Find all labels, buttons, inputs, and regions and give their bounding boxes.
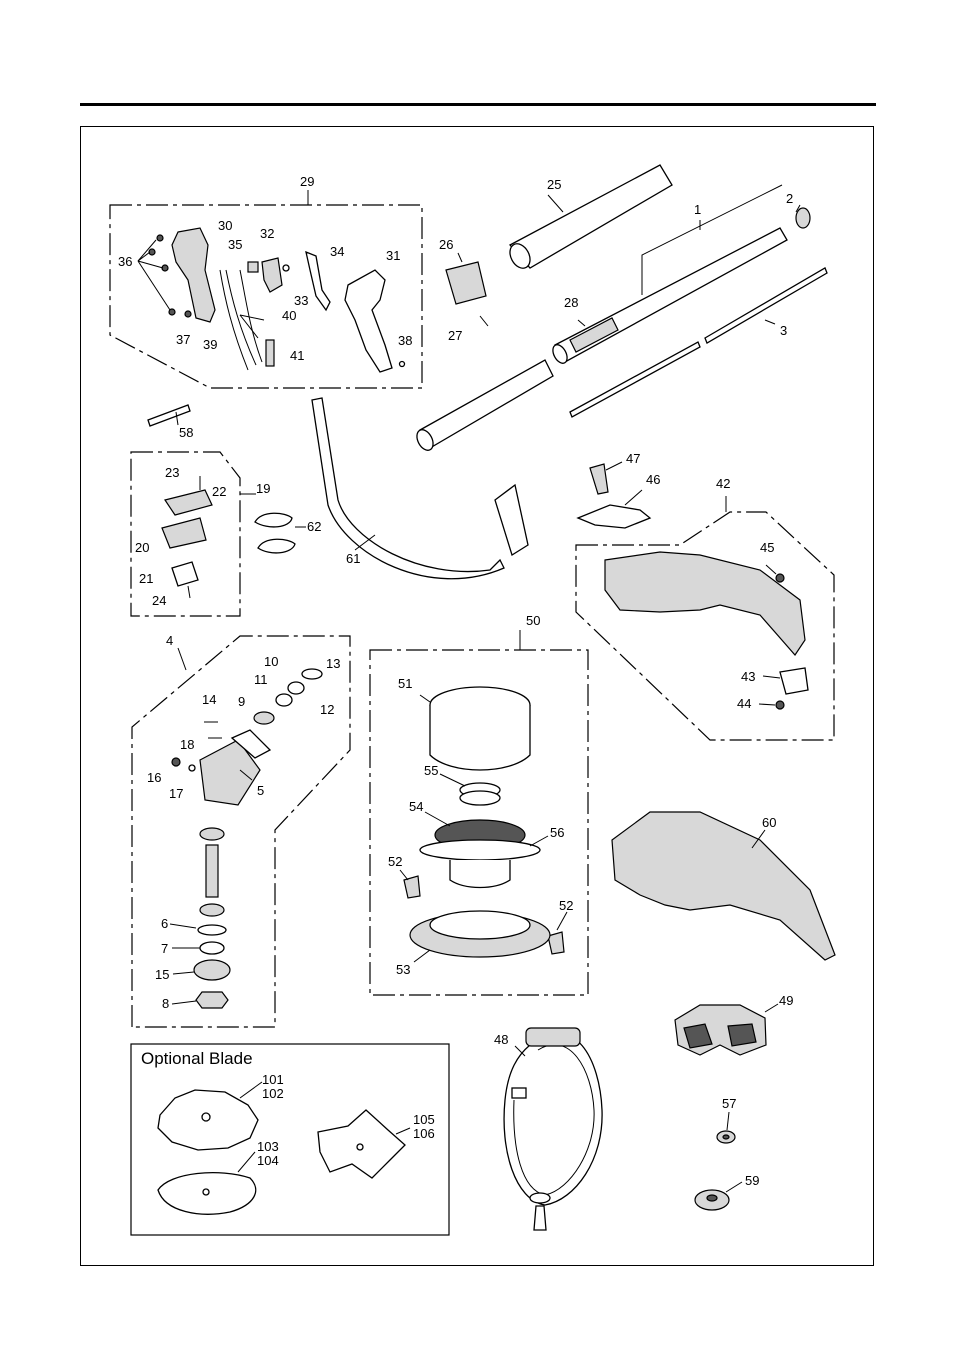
part-62 bbox=[255, 513, 306, 553]
part-58 bbox=[148, 405, 190, 426]
label-41: 41 bbox=[290, 348, 304, 363]
label-22: 22 bbox=[212, 484, 226, 499]
label-58: 58 bbox=[179, 425, 193, 440]
label-29: 29 bbox=[300, 174, 314, 189]
label-19: 19 bbox=[256, 481, 270, 496]
label-18: 18 bbox=[180, 737, 194, 752]
label-23: 23 bbox=[165, 465, 179, 480]
label-61: 61 bbox=[346, 551, 360, 566]
label-57: 57 bbox=[722, 1096, 736, 1111]
label-59: 59 bbox=[745, 1173, 759, 1188]
optional-blade-title: Optional Blade bbox=[141, 1049, 253, 1068]
label-5: 5 bbox=[257, 783, 264, 798]
label-17: 17 bbox=[169, 786, 183, 801]
label-13: 13 bbox=[326, 656, 340, 671]
label-10: 10 bbox=[264, 654, 278, 669]
label-46: 46 bbox=[646, 472, 660, 487]
label-33: 33 bbox=[294, 293, 308, 308]
label-1: 1 bbox=[694, 202, 701, 217]
label-39: 39 bbox=[203, 337, 217, 352]
label-26: 26 bbox=[439, 237, 453, 252]
label-14: 14 bbox=[202, 692, 216, 707]
label-38: 38 bbox=[398, 333, 412, 348]
label-20: 20 bbox=[135, 540, 149, 555]
label-8: 8 bbox=[162, 996, 169, 1011]
label-42: 42 bbox=[716, 476, 730, 491]
label-37: 37 bbox=[176, 332, 190, 347]
label-105: 105 bbox=[413, 1112, 435, 1127]
label-104: 104 bbox=[257, 1153, 279, 1168]
label-32: 32 bbox=[260, 226, 274, 241]
label-55: 55 bbox=[424, 763, 438, 778]
label-24: 24 bbox=[152, 593, 166, 608]
label-6: 6 bbox=[161, 916, 168, 931]
label-103: 103 bbox=[257, 1139, 279, 1154]
label-52-right: 52 bbox=[559, 898, 573, 913]
label-40: 40 bbox=[282, 308, 296, 323]
label-45: 45 bbox=[760, 540, 774, 555]
label-34: 34 bbox=[330, 244, 344, 259]
group-42-guard bbox=[576, 496, 834, 740]
label-4: 4 bbox=[166, 633, 173, 648]
label-56: 56 bbox=[550, 825, 564, 840]
shaft-assembly bbox=[414, 165, 827, 453]
label-101: 101 bbox=[262, 1072, 284, 1087]
label-36: 36 bbox=[118, 254, 132, 269]
label-3: 3 bbox=[780, 323, 787, 338]
label-62: 62 bbox=[307, 519, 321, 534]
label-48: 48 bbox=[494, 1032, 508, 1047]
part-61-loop-handle bbox=[312, 398, 528, 579]
label-51: 51 bbox=[398, 676, 412, 691]
label-31: 31 bbox=[386, 248, 400, 263]
label-53: 53 bbox=[396, 962, 410, 977]
label-47: 47 bbox=[626, 451, 640, 466]
label-28: 28 bbox=[564, 295, 578, 310]
label-12: 12 bbox=[320, 702, 334, 717]
label-35: 35 bbox=[228, 237, 242, 252]
part-49-goggles bbox=[675, 1004, 778, 1055]
label-52-left: 52 bbox=[388, 854, 402, 869]
label-102: 102 bbox=[262, 1086, 284, 1101]
label-43: 43 bbox=[741, 669, 755, 684]
label-2: 2 bbox=[786, 191, 793, 206]
group-19-clamp bbox=[131, 452, 256, 616]
label-16: 16 bbox=[147, 770, 161, 785]
label-50: 50 bbox=[526, 613, 540, 628]
label-15: 15 bbox=[155, 967, 169, 982]
parts-57-59 bbox=[695, 1112, 742, 1210]
label-54: 54 bbox=[409, 799, 423, 814]
label-106: 106 bbox=[413, 1126, 435, 1141]
label-7: 7 bbox=[161, 941, 168, 956]
label-49: 49 bbox=[779, 993, 793, 1008]
label-21: 21 bbox=[139, 571, 153, 586]
part-48-harness bbox=[504, 1028, 602, 1230]
label-11: 11 bbox=[254, 672, 268, 687]
label-44: 44 bbox=[737, 696, 751, 711]
label-27: 27 bbox=[448, 328, 462, 343]
parts-46-47 bbox=[578, 462, 650, 528]
label-30: 30 bbox=[218, 218, 232, 233]
group-29-throttle-handle bbox=[110, 190, 422, 388]
optional-blade-box bbox=[131, 1044, 449, 1235]
label-25: 25 bbox=[547, 177, 561, 192]
part-60-guard bbox=[612, 812, 835, 960]
label-60: 60 bbox=[762, 815, 776, 830]
label-9: 9 bbox=[238, 694, 245, 709]
